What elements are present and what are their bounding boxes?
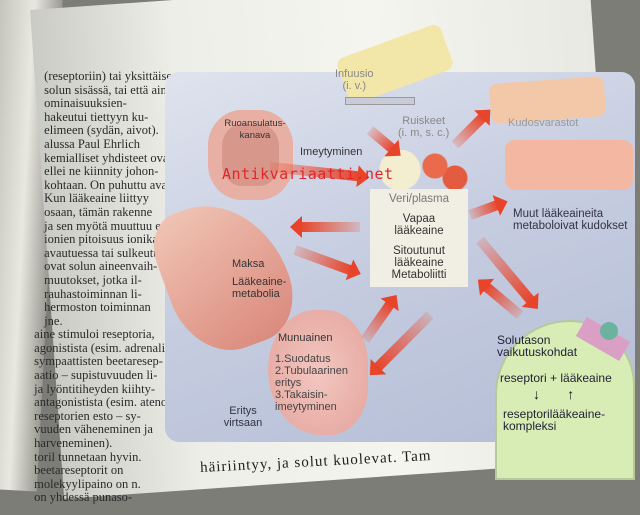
text-line: ja lyöntitiheyden kiihty- (34, 381, 156, 396)
metabolite: Metaboliitti (391, 269, 447, 281)
infusion-label: Infuusio(i. v.) (335, 68, 374, 92)
liver-label: Maksa (232, 258, 265, 270)
complex-label: reseptorilääkeaine-kompleksi (503, 407, 606, 433)
text-line: Kun lääkeaine liittyy (44, 191, 150, 206)
text-line: rauhastoiminnan li- (44, 286, 142, 301)
arrows-icon: ↓ ↑ (533, 386, 575, 402)
text-line: beetareseptorit on (34, 463, 124, 478)
text-line: kemialliset yhdisteet ovat (44, 150, 172, 165)
text-line: hermoston toiminnan (44, 299, 151, 314)
watermark: Antikvariaatti.net (222, 165, 394, 183)
text-line: solun sisässä, tai että aine (44, 82, 173, 97)
tissue-stores-label: Kudosvarastot (508, 117, 579, 129)
text-line: ellei ne kiinnity johon- (44, 164, 159, 179)
gut-illustration (208, 110, 293, 200)
other-tissues-label: Muut lääkeaineita metaboloivat kudokset (513, 208, 628, 232)
syringe (345, 97, 415, 105)
free-drug: Vapaa lääkeaine (394, 213, 444, 237)
text-line: aatio – supistuvuuden li- (34, 367, 158, 382)
plasma-title: Veri/plasma (388, 193, 450, 205)
text-line: toril tunnetaan hyvin. (34, 449, 142, 464)
plasma-box: Veri/plasma Vapaa lääkeaine Sitoutunut l… (370, 189, 468, 287)
liver-metabolism-label: Lääkeaine-metabolia (232, 276, 287, 300)
text-line: (reseptoriin) tai yksittäiseen (44, 68, 184, 83)
receptor-equation: reseptori + lääkeaine (500, 371, 612, 385)
gut-label: Ruoansulatus-kanava (224, 118, 286, 141)
text-line: alussa Paul Ehrlich (44, 136, 141, 151)
bound-drug: Sitoutunut lääkeaine (393, 245, 445, 269)
injections-label: Ruiskeet(i. m, s. c.) (398, 115, 450, 139)
text-line: sympaattisten beetaresep- (34, 354, 163, 369)
to-liver-arrow (300, 222, 360, 232)
absorption-label: Imeytyminen (300, 146, 363, 158)
text-line: kohtaan. On puhuttu avain- (44, 177, 181, 192)
text-line: on yhdessä punaso- (34, 490, 133, 505)
text-line: vuuden väheneminen ja (34, 422, 153, 437)
text-line: aine stimuloi reseptoria, (34, 327, 155, 342)
excretion-label: Eritys virtsaan (223, 405, 263, 429)
text-line: osaan, tämän rakenne (44, 204, 153, 219)
tissue-cells (505, 140, 633, 190)
kidney-label: Munuainen (278, 332, 333, 344)
text-line: harveneminen). (34, 435, 113, 450)
drug-molecule (600, 322, 618, 340)
text-line: hakeutui tiettyyn ku- (44, 109, 149, 124)
text-line: reseptorien esto – sy- (34, 408, 141, 423)
text-line: jne. (44, 313, 63, 328)
cell-sites-label: Solutason vaikutuskohdat (497, 333, 578, 359)
text-line: antagonistista (esim. ateno- (34, 395, 172, 410)
text-line: elimeen (sydän, aivot). (44, 123, 159, 138)
text-line: agonistista (esim. adrenalii- (34, 340, 173, 355)
text-line: ominaisuuksien- (44, 96, 127, 111)
kidney-illustration (268, 310, 368, 435)
